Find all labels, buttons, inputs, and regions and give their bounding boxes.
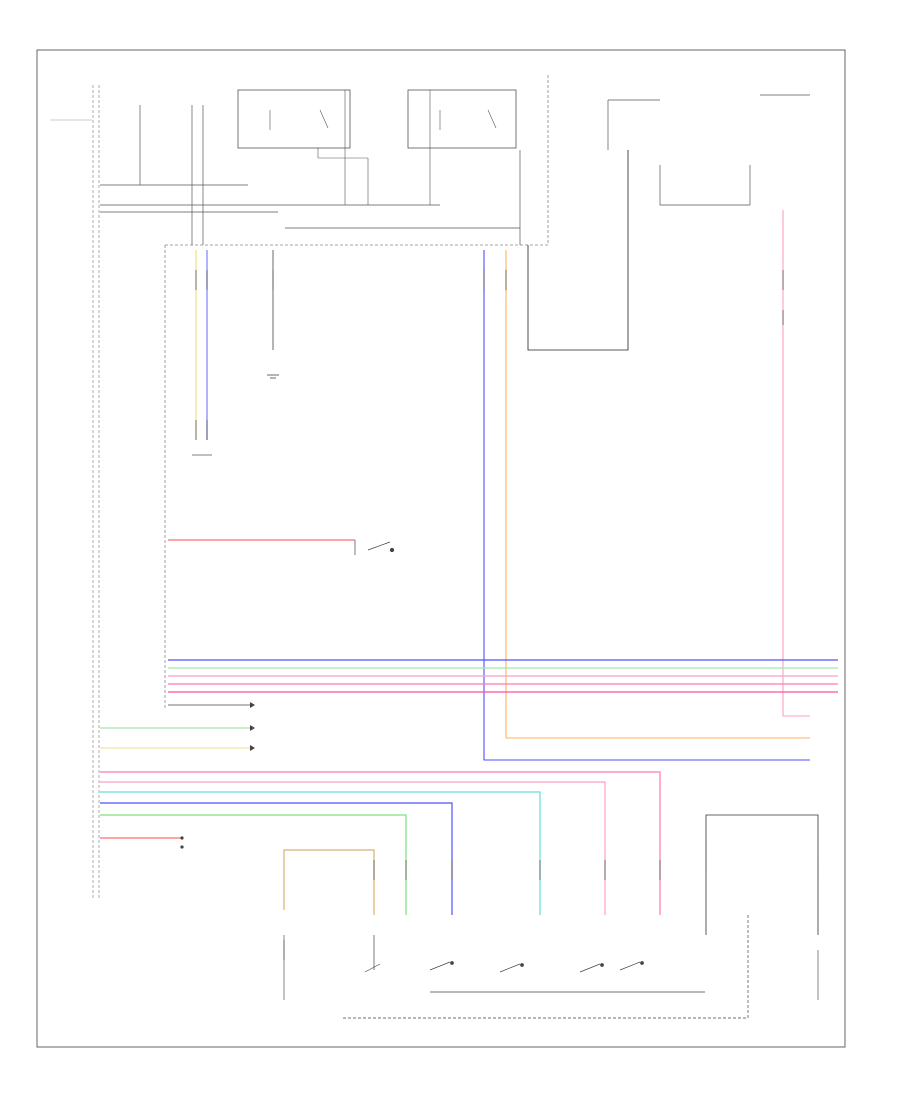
headlight-switch-assembly [343,915,749,1019]
wire-black-loop [527,150,629,351]
wire-green-switch [100,814,407,915]
top-power-lines [100,94,810,245]
connector-ticks [195,270,819,960]
junction-block-frame [164,75,549,710]
wire-pink-right [782,210,810,717]
wire-pink-switch-2 [100,781,606,915]
relay-box-right [407,89,517,205]
wire-black-right-loop [705,814,819,935]
arrow-green [250,725,255,731]
wire-blue-switch [100,802,453,915]
wire-blue-long [483,250,810,761]
arrow-black [250,702,255,708]
ecu-connector [50,85,100,900]
wire-orange-long [505,250,810,739]
diagram-frame [36,49,846,1048]
dot-red-b [180,845,184,849]
short-ground-wires [267,250,279,379]
relay-box-left [237,89,369,205]
dot-red-a [180,836,184,840]
wire-pink-switch-1 [100,771,661,915]
brake-switch-symbol [354,540,395,555]
color-bus [168,659,838,706]
wire-tan-loop [283,849,375,915]
wire-cyan-switch [100,791,541,915]
arrow-yellow [250,745,255,751]
